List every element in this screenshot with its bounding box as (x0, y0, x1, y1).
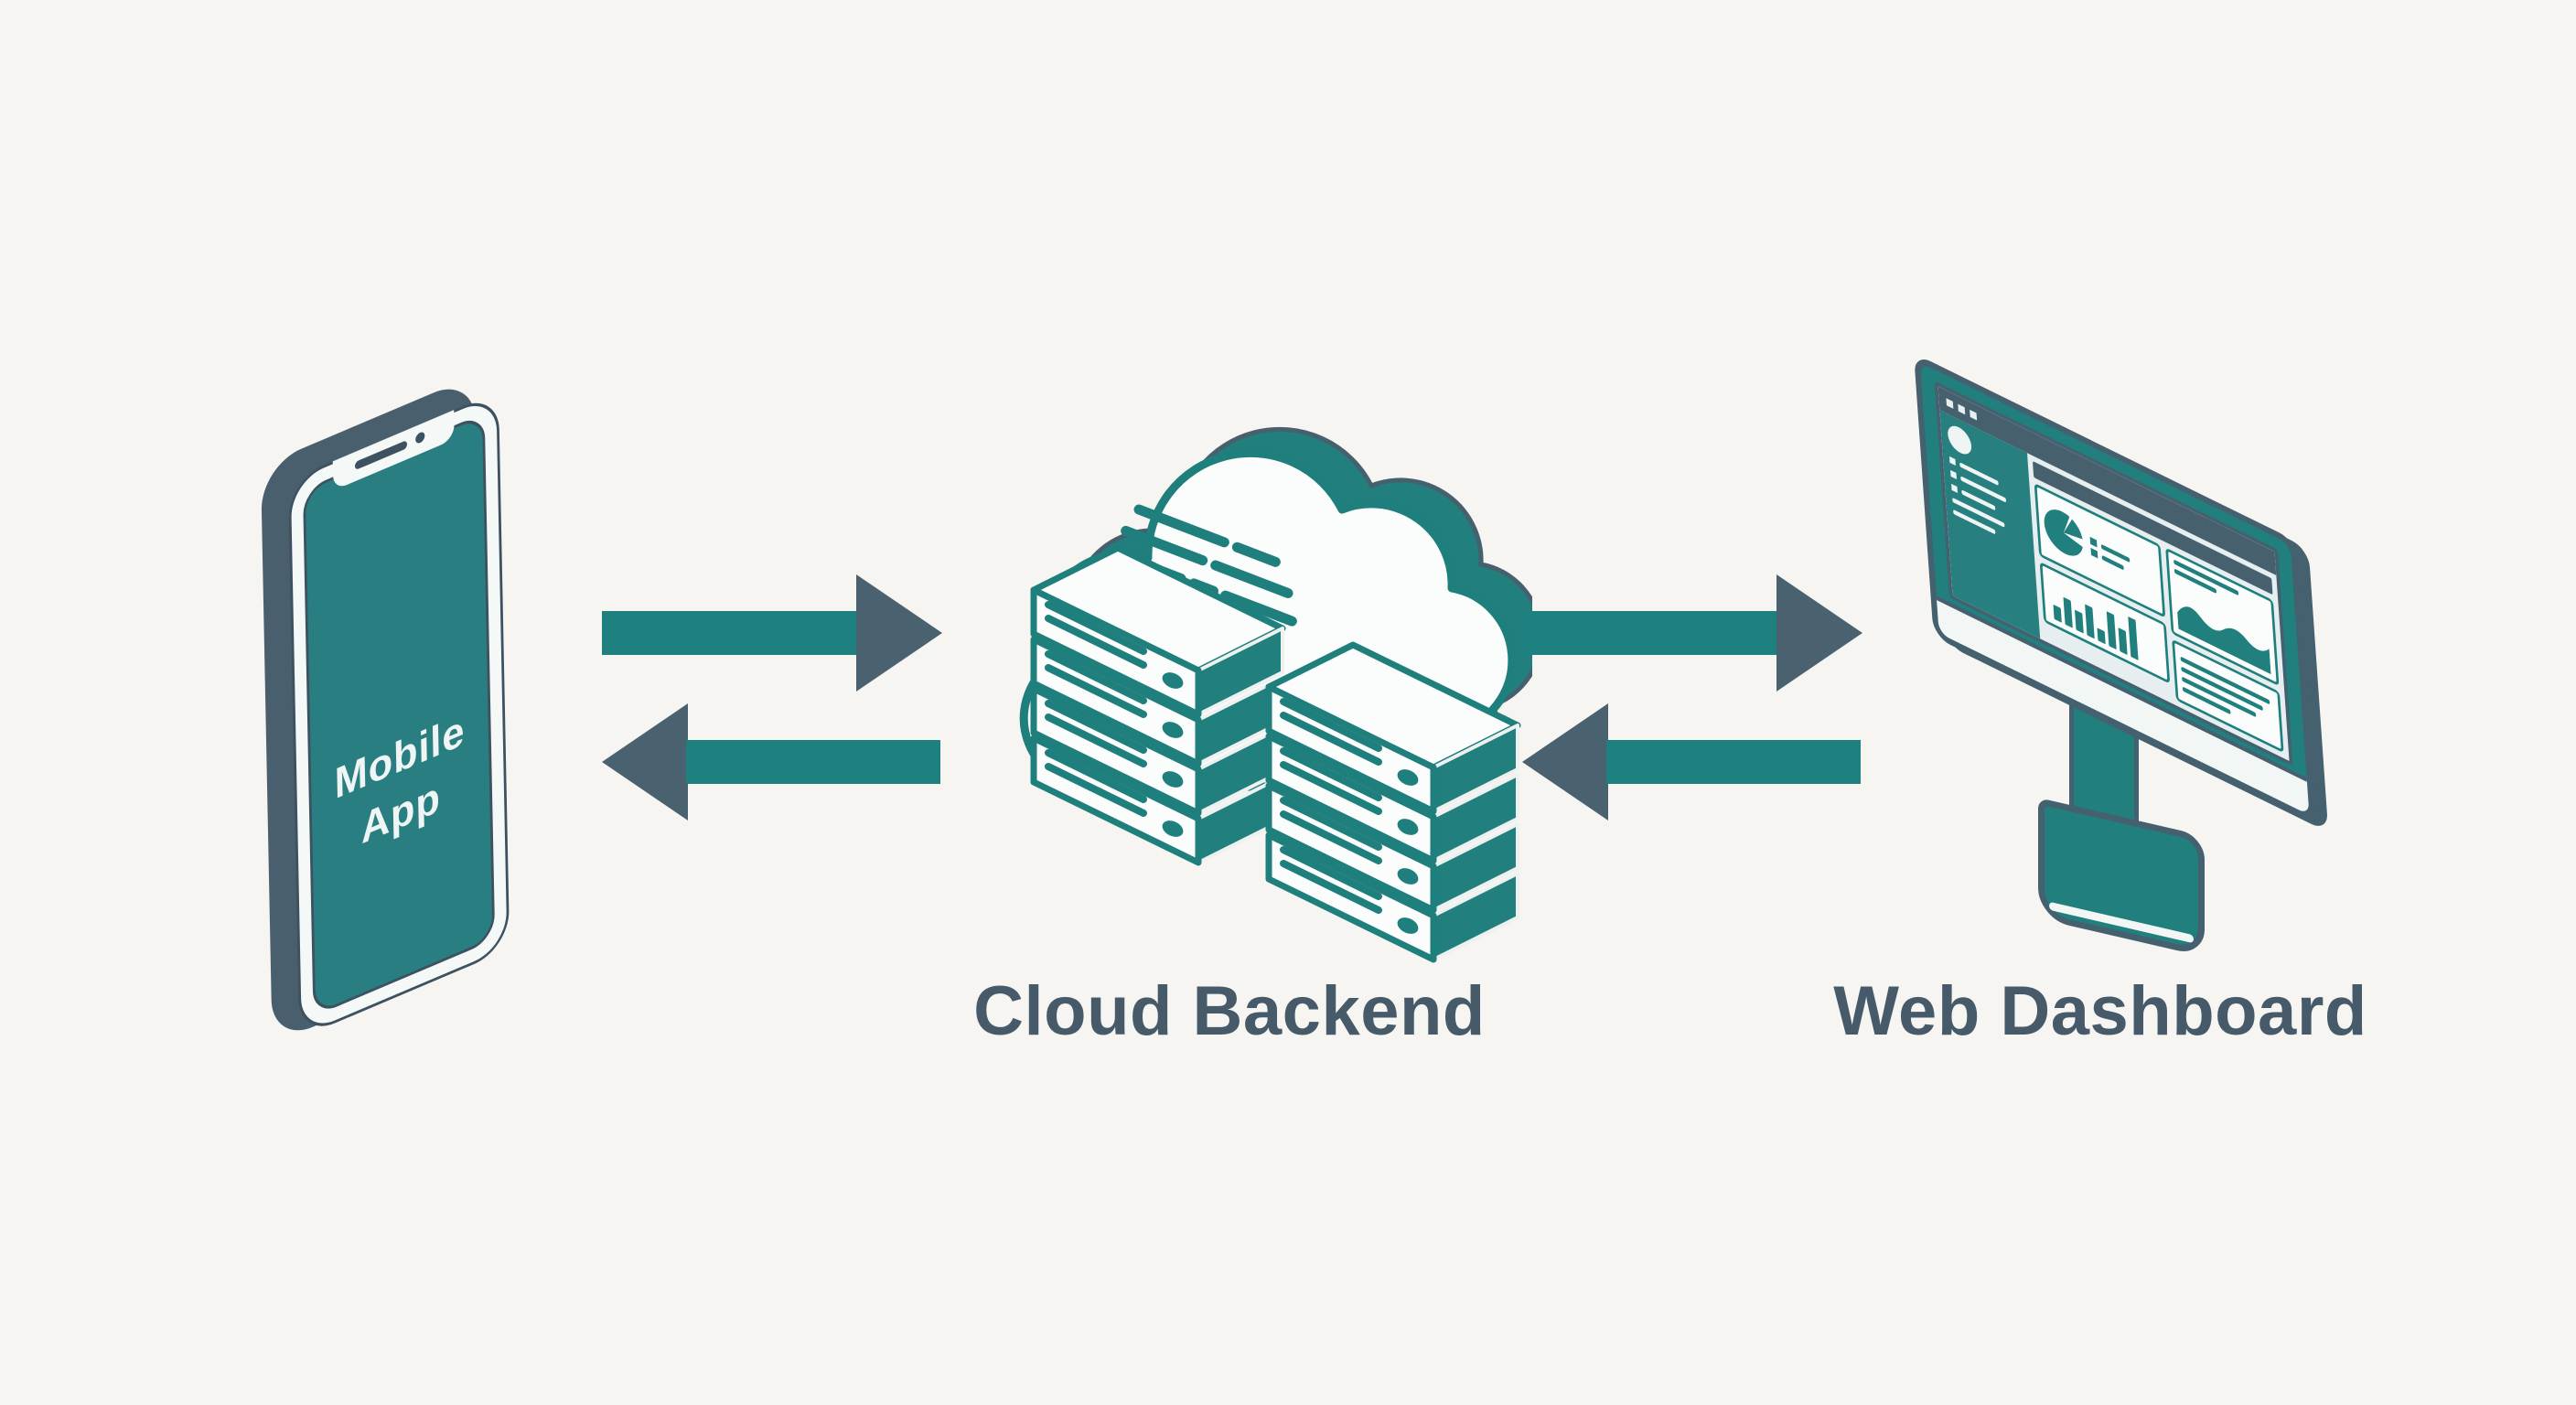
node-label-cloud-backend: Cloud Backend (973, 972, 1486, 1050)
node-mobile-app: Mobile App (261, 375, 510, 1045)
server-stack-icon (1002, 508, 1569, 1002)
node-label-mobile-app: Mobile App (311, 691, 490, 877)
arrow-left-shaft-dashboard-to-cloud (1606, 740, 1861, 784)
arrow-left-head-icon (1522, 703, 1608, 820)
pie-chart-icon (2043, 501, 2085, 563)
line-chart-card (2165, 547, 2280, 687)
avatar (1947, 421, 1973, 459)
pie-legend (2089, 533, 2131, 578)
camera-icon (415, 430, 425, 445)
dashboard-content (2027, 453, 2290, 761)
mobile-app-label-text: Mobile App (334, 704, 466, 853)
stand-highlight (2049, 901, 2194, 944)
node-label-web-dashboard: Web Dashboard (1833, 972, 2367, 1050)
phone-screen: Mobile App (302, 413, 496, 1017)
arrow-right-head-icon (856, 574, 942, 692)
window-control-icon (1970, 409, 1978, 421)
area-chart-icon (2177, 606, 2271, 675)
arrow-right-shaft-phone-to-cloud (602, 611, 865, 655)
smartphone-icon: Mobile App (288, 391, 510, 1038)
window-control-icon (1958, 403, 1966, 415)
arrow-right-shaft-cloud-to-dashboard (1520, 611, 1778, 655)
dashboard-screen (1934, 381, 2293, 767)
arrow-right-head-icon (1776, 574, 1862, 692)
desktop-monitor-icon (1914, 353, 2316, 825)
server-stack-left (1034, 548, 1283, 863)
monitor-stand-foot (2038, 798, 2205, 958)
window-control-icon (1946, 398, 1954, 409)
arrow-left-head-icon (602, 703, 688, 820)
arrow-left-shaft-cloud-to-phone (686, 740, 940, 784)
server-stack-right (1269, 645, 1518, 960)
